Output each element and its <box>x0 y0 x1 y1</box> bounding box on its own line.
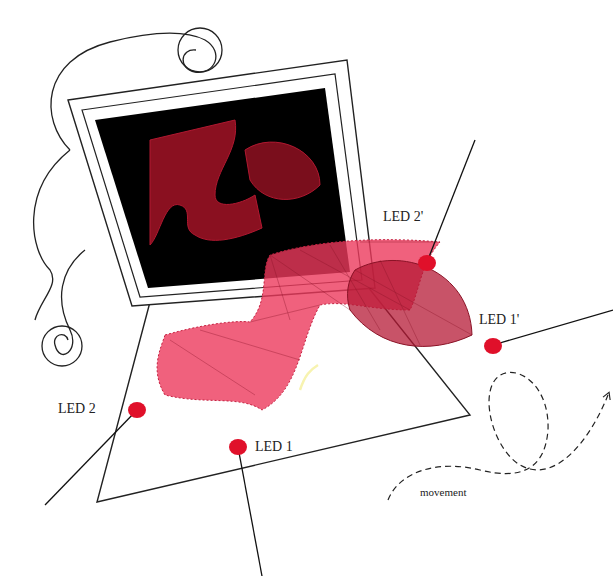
led-label: LED 1' <box>479 313 519 327</box>
movement-label: movement <box>420 487 466 498</box>
led-label: LED 2 <box>58 402 96 416</box>
hologram-shape <box>157 240 472 410</box>
led-dots <box>128 255 502 455</box>
led-label: LED 2' <box>383 210 423 224</box>
led-label: LED 1 <box>255 440 293 454</box>
movement-path <box>388 372 608 500</box>
screen-shape <box>150 120 320 245</box>
leader-lines <box>45 140 613 576</box>
